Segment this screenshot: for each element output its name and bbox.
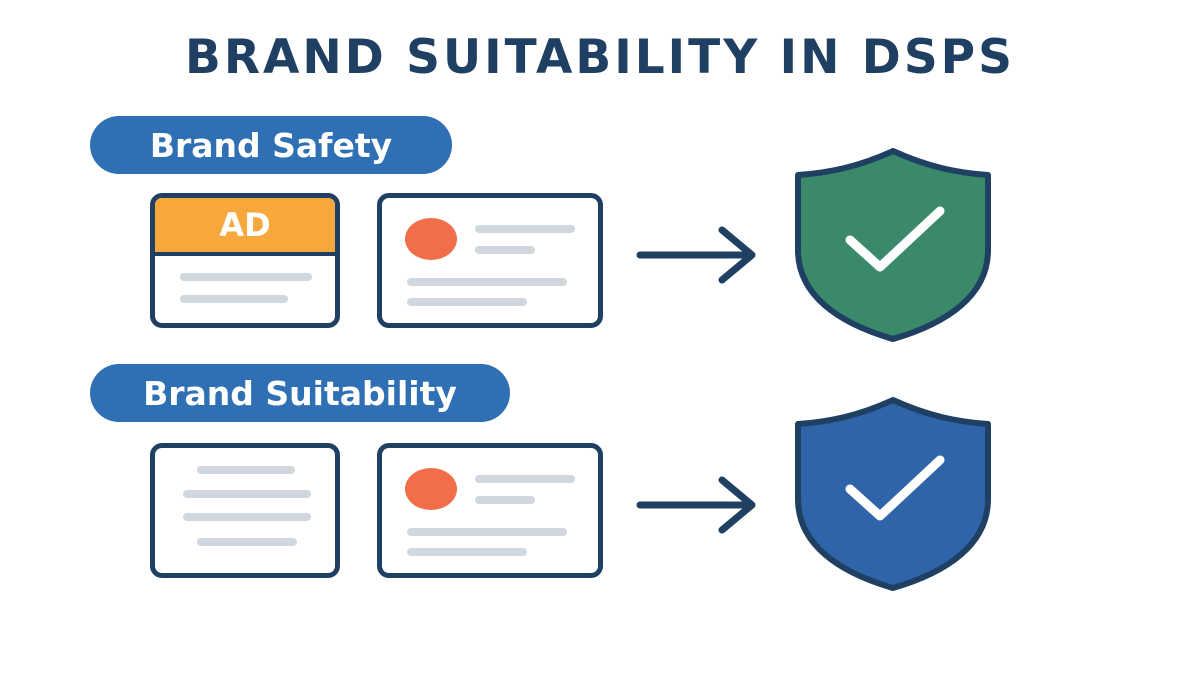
page-title: BRAND SUITABILITY IN DSPS: [185, 30, 1015, 85]
content-card: [377, 443, 603, 578]
placeholder-line: [475, 225, 575, 233]
placeholder-line: [183, 513, 311, 521]
placeholder-line: [197, 466, 295, 474]
placeholder-line: [475, 246, 535, 254]
placeholder-line: [407, 528, 567, 536]
ad-banner: AD: [155, 198, 335, 256]
shield-check-icon: [795, 397, 991, 591]
content-card: [377, 193, 603, 328]
text-card: [150, 443, 340, 578]
arrow-right-icon: [636, 476, 756, 534]
placeholder-line: [407, 278, 567, 286]
placeholder-line: [475, 496, 535, 504]
placeholder-line: [407, 548, 527, 556]
arrow-right-icon: [636, 226, 756, 284]
shield-body: [795, 397, 991, 591]
placeholder-line: [183, 490, 311, 498]
avatar-dot: [405, 218, 457, 260]
placeholder-line: [407, 298, 527, 306]
shield-check-icon: [795, 148, 991, 342]
brand-safety-label: Brand Safety: [90, 116, 452, 174]
avatar-dot: [405, 468, 457, 510]
brand-suitability-label: Brand Suitability: [90, 364, 510, 422]
shield-body: [795, 148, 991, 342]
placeholder-line: [475, 475, 575, 483]
ad-card: AD: [150, 193, 340, 328]
placeholder-line: [197, 538, 297, 546]
placeholder-line: [180, 295, 288, 303]
placeholder-line: [180, 273, 312, 281]
